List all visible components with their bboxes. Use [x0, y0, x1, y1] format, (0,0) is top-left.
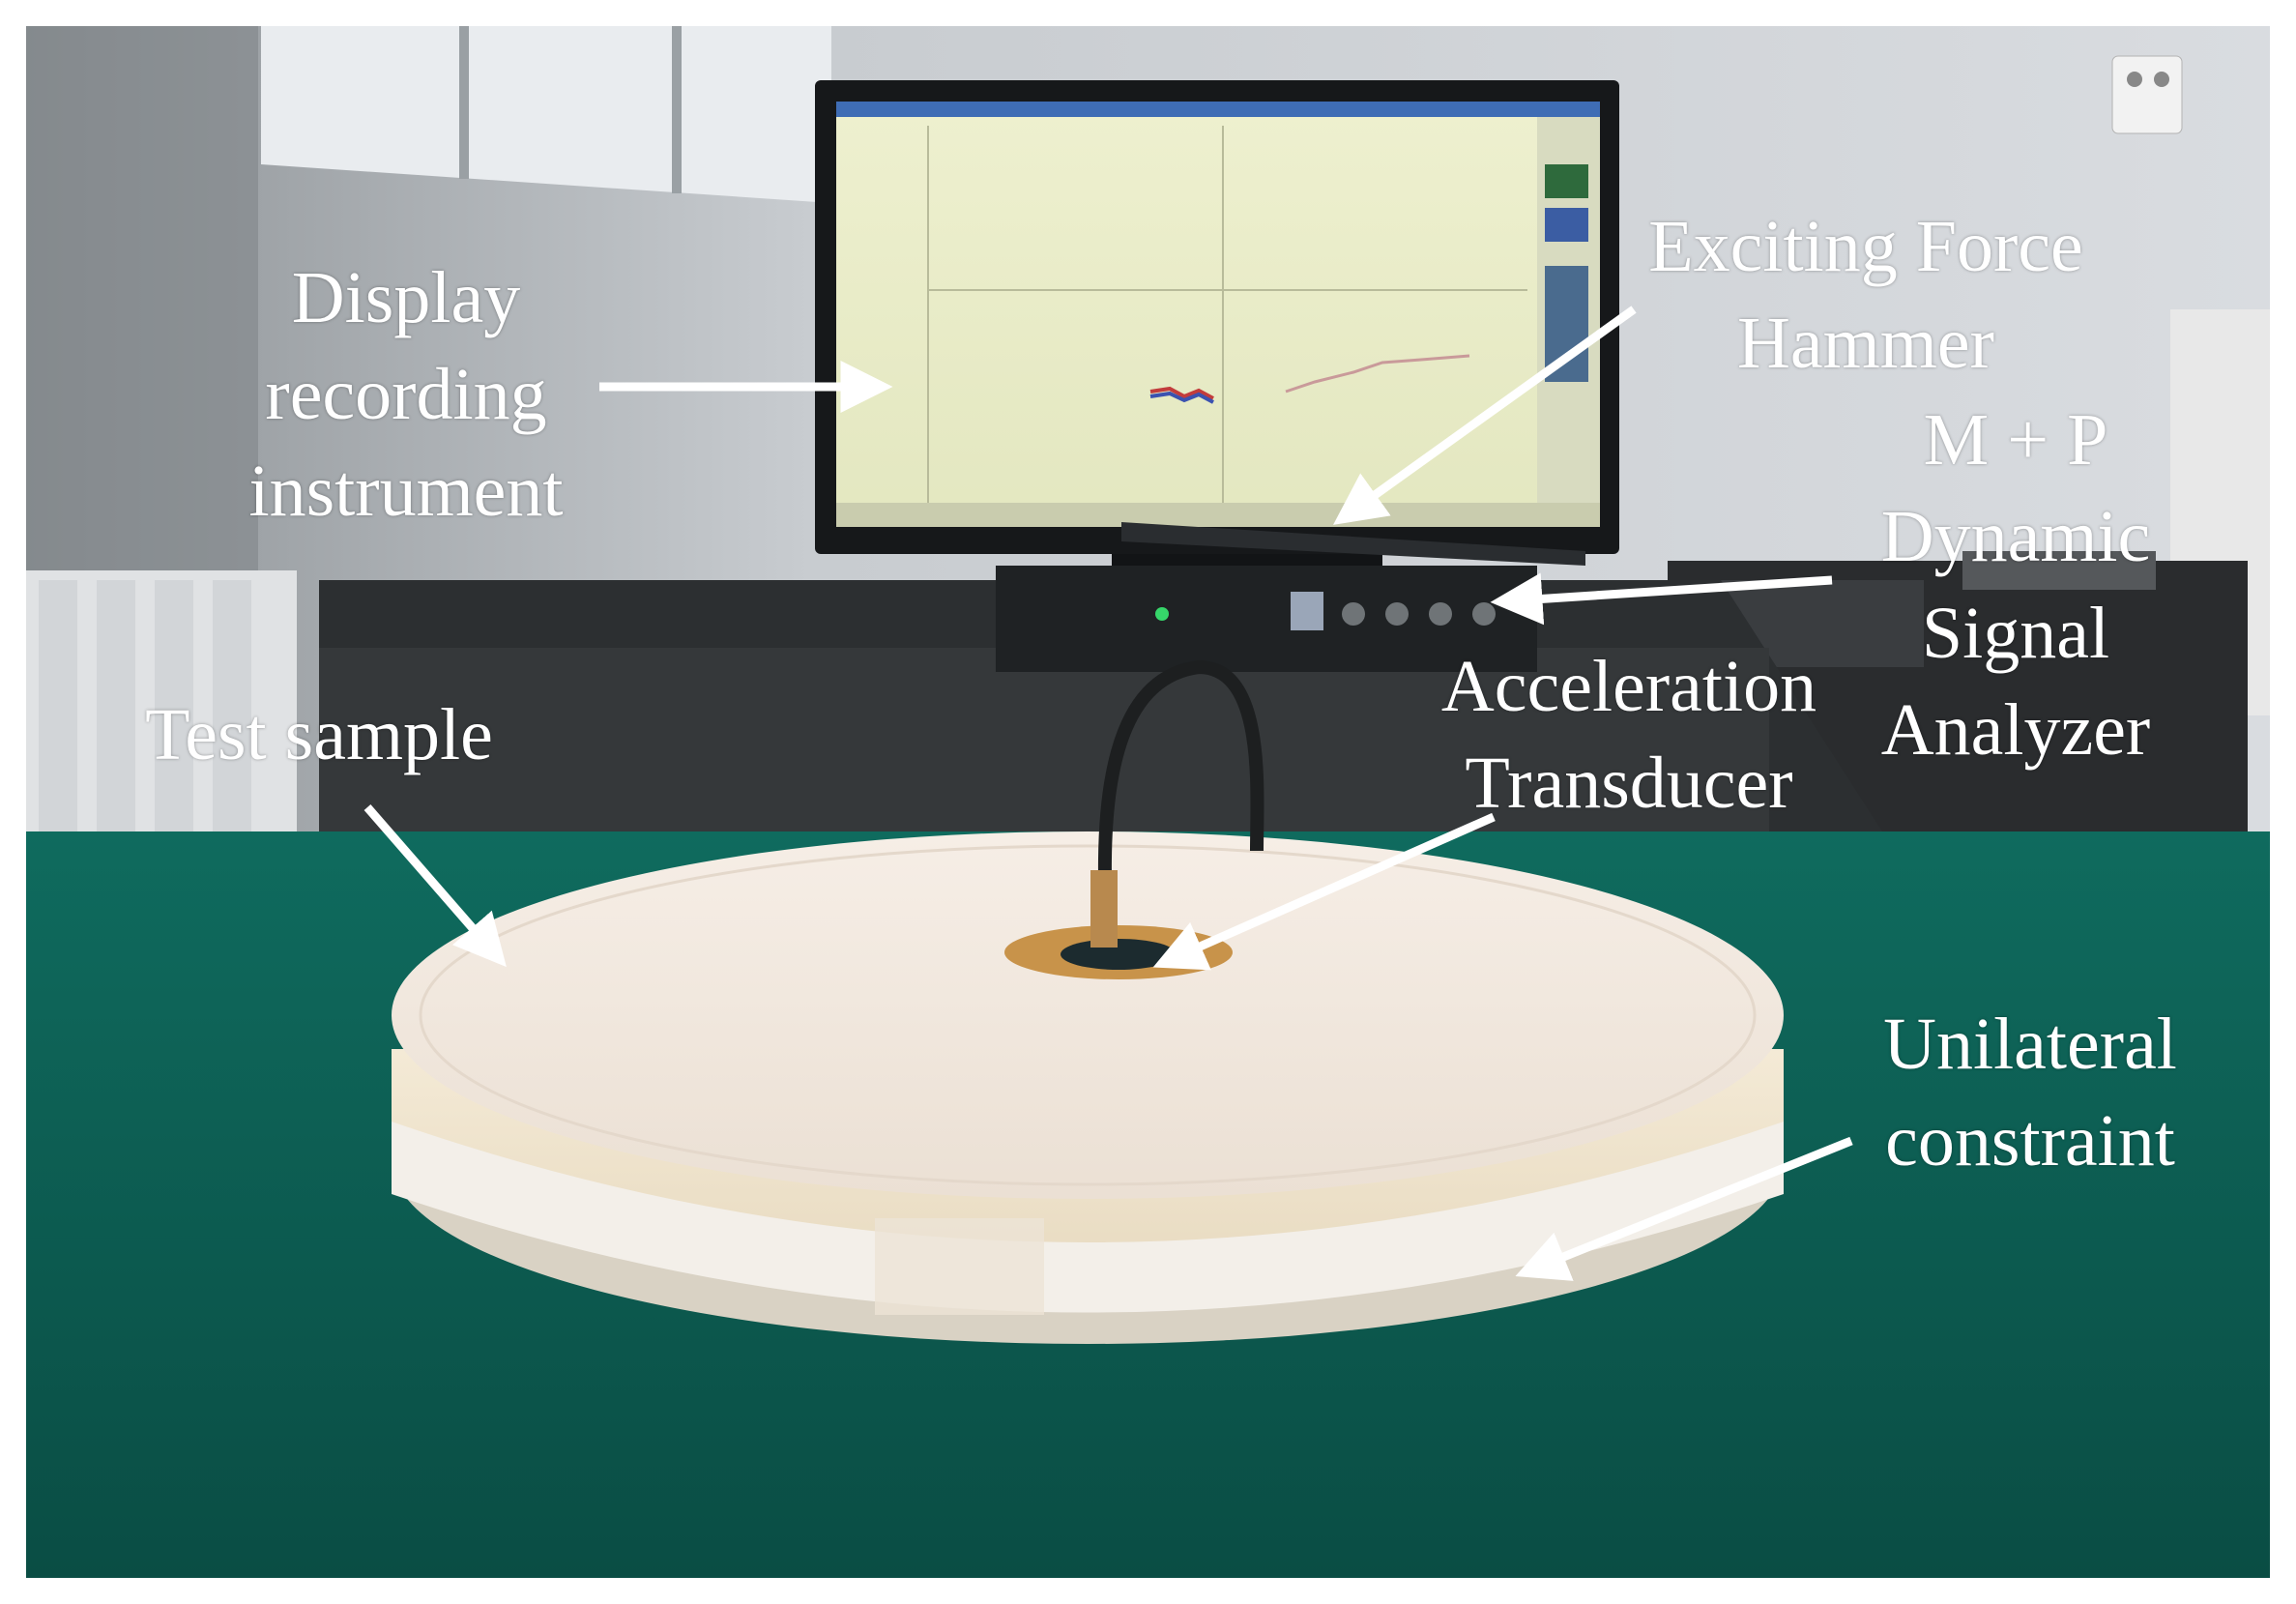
label-exciting-force-hammer: Exciting Force Hammer [1648, 206, 2083, 384]
label-test-sample: Test sample [145, 694, 493, 775]
wall-socket [2111, 55, 2183, 134]
label-signal-analyzer: M + P Dynamic Signal Analyzer [1880, 399, 2151, 771]
label-display-recording-instrument: Display recording instrument [248, 257, 564, 532]
transducer-cable [1097, 659, 1264, 929]
monitor [815, 80, 1619, 578]
radiator [26, 570, 297, 841]
signal-analyzer [996, 566, 1537, 672]
label-acceleration-transducer: Acceleration Transducer [1440, 646, 1817, 824]
test-sample-disk [392, 831, 1784, 1344]
hammer [1121, 522, 1585, 566]
label-unilateral-constraint: Unilateral constraint [1883, 1004, 2177, 1181]
